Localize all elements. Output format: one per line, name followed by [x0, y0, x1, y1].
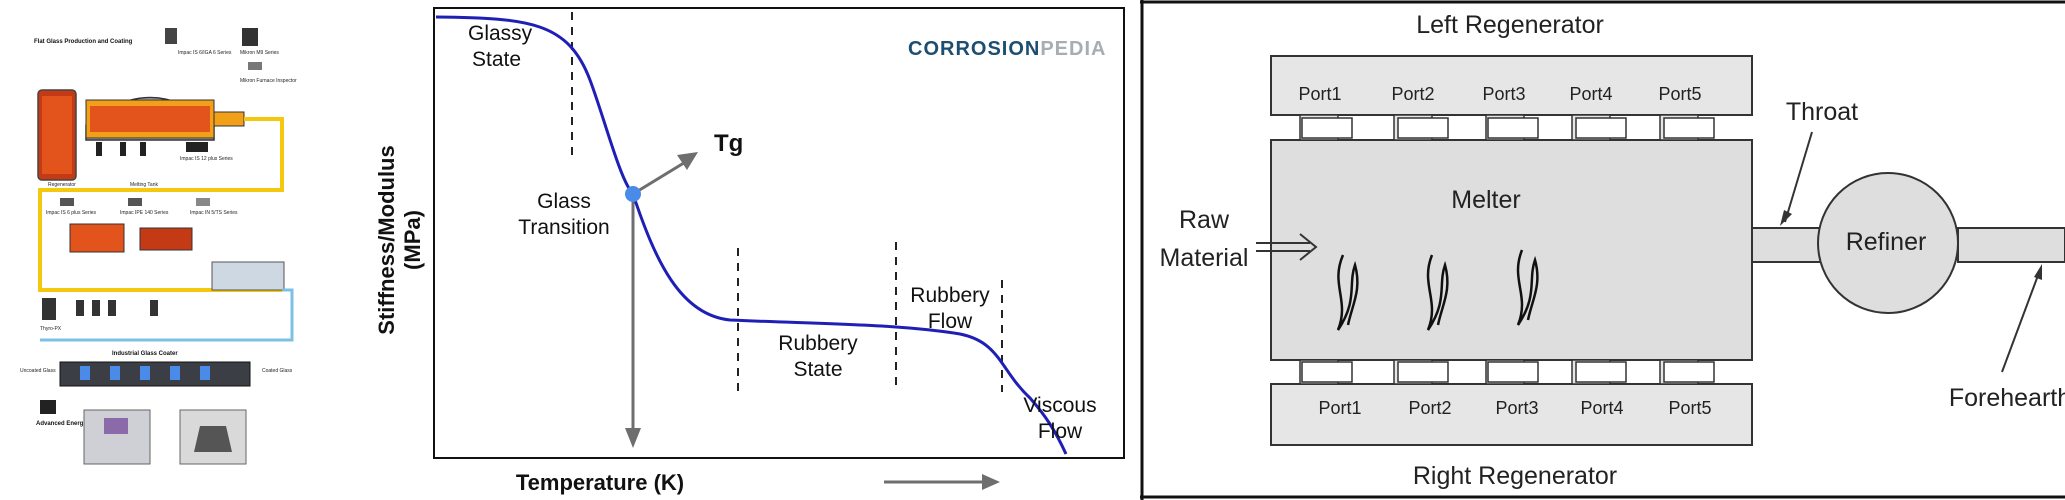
throat-label: Throat	[1786, 98, 1858, 126]
plot-frame	[433, 7, 1125, 459]
sensor-icon	[248, 62, 262, 70]
power-controller-icon	[108, 300, 116, 316]
bottom-port-boxes	[1301, 361, 1715, 383]
raw-material-line1: Raw	[1179, 206, 1230, 234]
port-label-top: Port1	[1298, 84, 1341, 104]
glass-coater	[59, 361, 251, 387]
forehearth-channel	[1957, 227, 2065, 263]
product-name: Mikron Furnace Inspector	[240, 78, 297, 84]
power-controller-icon	[76, 300, 84, 316]
port-label-bottom: Port3	[1495, 398, 1538, 418]
port-label-bottom: Port1	[1318, 398, 1361, 418]
port-label-bottom: Port4	[1580, 398, 1623, 418]
product-name: Impac IS 6 plus Series	[46, 210, 97, 216]
tg-point	[625, 186, 641, 202]
product-name: Thyro-PX	[40, 326, 62, 332]
glassy-state-line2: State	[472, 48, 521, 71]
sensor-icon	[165, 28, 177, 44]
product-name: Impac IPE 140 Series	[120, 210, 169, 216]
product-name: Impac IS 6/IGA 6 Series	[178, 50, 232, 56]
rubbery-state-line1: Rubbery	[778, 332, 858, 355]
power-supply-icon	[40, 400, 56, 414]
camera-icon	[242, 28, 258, 46]
coater-chambers	[80, 366, 210, 380]
sensor-icon	[96, 142, 102, 156]
molten-glass	[90, 106, 210, 132]
glass-transition-line1: Glass	[537, 190, 591, 213]
power-controller-icon	[42, 298, 56, 320]
tg-label: Tg	[714, 130, 743, 157]
product-name: Mikron M9 Series	[240, 50, 279, 56]
top-port-boxes	[1301, 117, 1715, 139]
section-title: Industrial Glass Coater	[112, 351, 178, 357]
stage-label: Coated Glass	[262, 368, 293, 374]
raw-material-line2: Material	[1160, 244, 1249, 272]
product-name: Impac IN 5/TS Series	[190, 210, 238, 216]
tg-pointer-arrowhead	[677, 152, 698, 170]
sensor-icon	[186, 142, 208, 152]
raw-material-arrow	[1256, 233, 1318, 261]
power-controller-icon	[92, 300, 100, 316]
melter-tank	[1270, 139, 1753, 361]
y-axis-title-line2: (MPa)	[400, 210, 425, 270]
rubbery-flow-line2: Flow	[928, 310, 973, 333]
tg-pointer-line	[632, 156, 693, 196]
power-controller-icon	[150, 300, 158, 316]
glass-furnace-schematic: Left Regenerator Right Regenerator	[1140, 0, 2065, 500]
throat-pointer-arrowhead	[1780, 210, 1792, 226]
rubbery-state-line2: State	[793, 358, 842, 381]
forehearth-small	[213, 111, 245, 127]
port-label-top: Port5	[1658, 84, 1701, 104]
rubbery-flow-line1: Rubbery	[910, 284, 990, 307]
x-axis-arrowhead	[982, 474, 1000, 490]
flame-icon	[1336, 249, 1539, 331]
viscous-flow-line2: Flow	[1038, 420, 1083, 443]
sensor-icon	[120, 142, 126, 156]
process-line	[38, 117, 284, 292]
flat-glass-infographic: Flat Glass Production and Coating Impac …	[0, 0, 300, 500]
forehearth-pointer	[2001, 269, 2041, 373]
modulus-curve	[435, 15, 1068, 455]
sensor-icon	[196, 198, 210, 206]
plasma-target	[104, 418, 128, 434]
port-label-bottom: Port5	[1668, 398, 1711, 418]
furnace-diagram: Left Regenerator Right Regenerator	[1140, 0, 2065, 500]
stage-label: Regenerator	[48, 182, 76, 188]
viscous-flow-line1: Viscous	[1023, 394, 1096, 417]
throat-pointer	[1784, 131, 1813, 223]
left-regenerator	[1270, 55, 1753, 116]
float-bath	[69, 223, 125, 253]
sensor-icon	[128, 198, 142, 206]
corrosionpedia-logo: CORROSIONPEDIA	[908, 38, 1106, 60]
modulus-temperature-graph: CORROSIONPEDIA Tg Glassy State Glass Tra…	[374, 7, 1125, 495]
product-name: Impac IS 12 plus Series	[180, 156, 233, 162]
annealing-lehr	[139, 227, 193, 251]
port-label-top: Port2	[1391, 84, 1434, 104]
glass-transition-diagram: CORROSIONPEDIA Tg Glassy State Glass Tra…	[300, 0, 1140, 500]
refiner-label: Refiner	[1846, 228, 1927, 256]
tg-drop-arrowhead	[625, 428, 641, 448]
glass-flow-line	[40, 288, 294, 342]
glassy-state-line1: Glassy	[468, 22, 533, 45]
stage-label: Uncoated Glass	[20, 368, 56, 374]
port-label-top: Port4	[1569, 84, 1612, 104]
stage-label: Melting Tank	[130, 182, 158, 188]
cutting-line	[211, 261, 285, 291]
left-regenerator-label: Left Regenerator	[1416, 11, 1604, 39]
sensor-icon	[60, 198, 74, 206]
port-label-bottom: Port2	[1408, 398, 1451, 418]
right-regenerator-label: Right Regenerator	[1413, 462, 1617, 490]
y-axis-title-line1: Stiffness/Modulus	[374, 145, 399, 334]
forehearth-label: Forehearth	[1949, 384, 2065, 412]
flat-glass-diagram: Flat Glass Production and Coating Impac …	[20, 28, 297, 465]
x-axis-title: Temperature (K)	[516, 470, 684, 495]
glass-transition-line2: Transition	[518, 216, 609, 239]
melter-label: Melter	[1451, 186, 1520, 214]
sputter-cathode	[194, 426, 232, 452]
port-label-top: Port3	[1482, 84, 1525, 104]
infographic-title: Flat Glass Production and Coating	[34, 39, 133, 45]
sensor-icon	[140, 142, 146, 156]
regenerator-fire	[42, 96, 72, 174]
forehearth-pointer-arrowhead	[2034, 264, 2042, 280]
